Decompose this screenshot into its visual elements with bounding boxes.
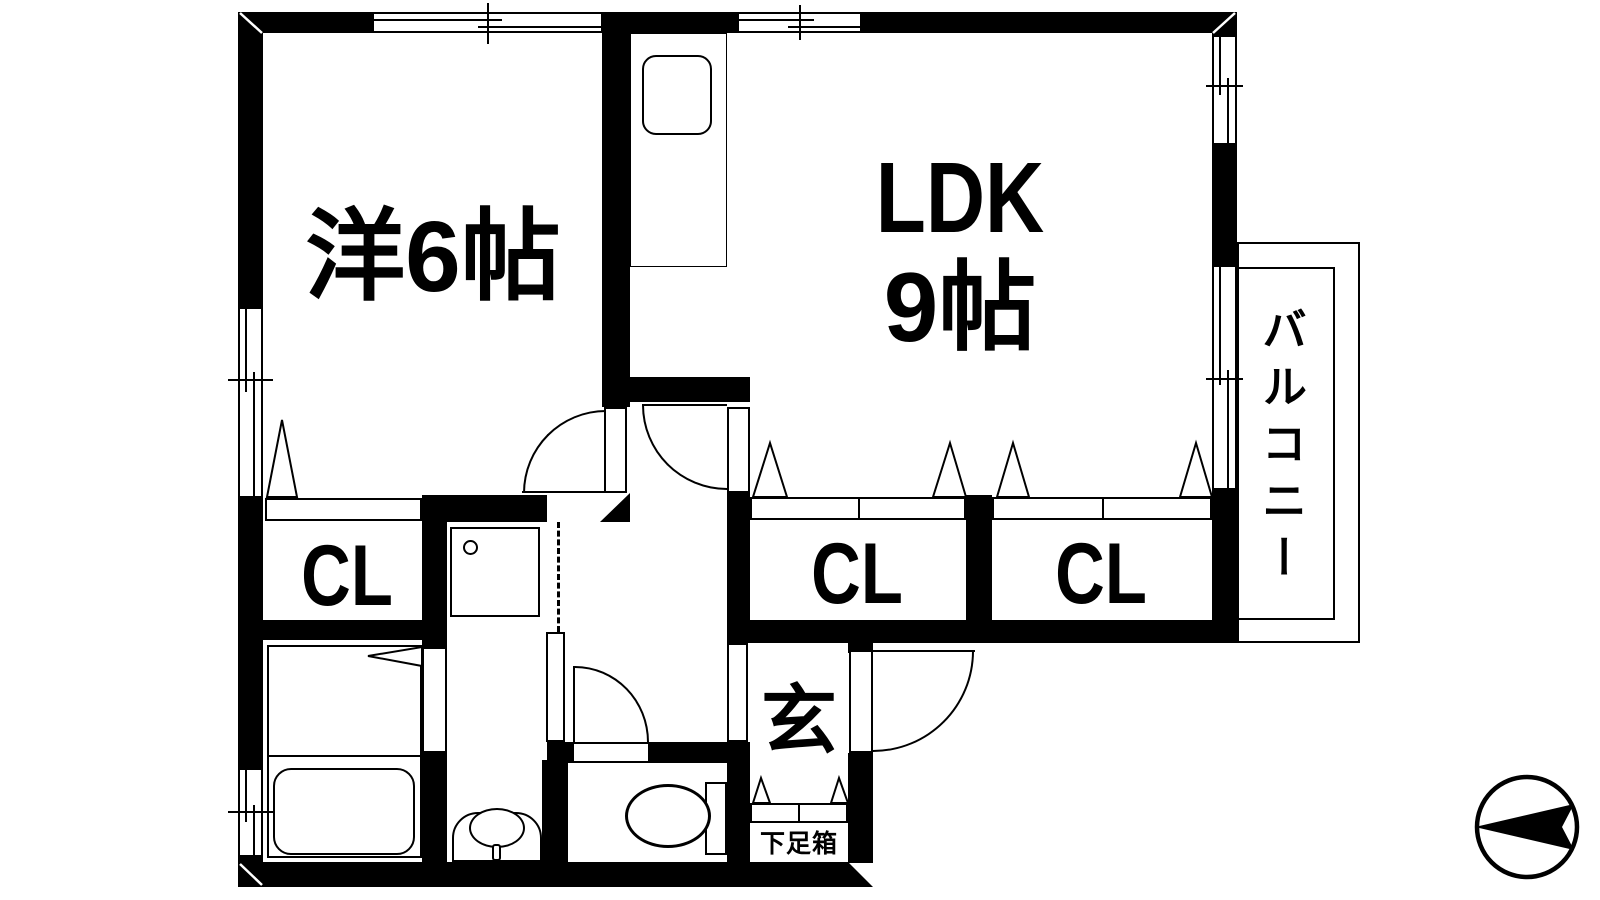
genkan-corner-bevel xyxy=(848,862,873,887)
window-top-west-tick xyxy=(487,3,489,44)
closet-label-center: CL xyxy=(811,526,903,622)
wall-toilet-west xyxy=(542,760,568,862)
bath-folddoor-icon xyxy=(367,645,423,668)
window-top-ldk-tick xyxy=(799,5,801,40)
closet-east-folddoor-left-icon xyxy=(995,439,1031,498)
closet-center-front-divider xyxy=(858,497,860,520)
closet-center-folddoor-right-icon xyxy=(931,439,968,498)
hall-door-leaf xyxy=(727,407,750,493)
closet-label-east: CL xyxy=(1055,526,1147,622)
shoe-box-divider xyxy=(798,803,800,823)
westdoor-wall-bevel xyxy=(600,493,630,522)
corner-miter-top-right xyxy=(1212,12,1236,34)
toilet-door-sill xyxy=(572,742,650,763)
bath-door-frame xyxy=(422,647,447,753)
window-top-ldk-sash-a xyxy=(737,19,814,21)
wall-top-left xyxy=(238,12,372,33)
closet-east-folddoor-right-icon xyxy=(1178,439,1214,498)
closet-center-folddoor-left-icon xyxy=(751,439,789,498)
wall-top-right xyxy=(862,12,1237,33)
wall-left-upper xyxy=(238,12,263,307)
wall-room-divider xyxy=(602,12,630,407)
toilet-door-leaf xyxy=(573,666,575,744)
window-ldk-right-upper-tick xyxy=(1206,85,1243,87)
wall-toilet-north-left xyxy=(547,742,573,763)
westcloset-folddoor-icon xyxy=(265,419,299,498)
bathtub xyxy=(273,768,415,855)
washing-machine-tap xyxy=(463,540,478,555)
shoebox-folddoor-left-icon xyxy=(751,774,772,804)
wall-right-mid xyxy=(1212,145,1237,265)
wall-genkan-west-lower xyxy=(727,742,750,887)
wall-closet-south xyxy=(727,620,1237,643)
washstand-faucet xyxy=(492,844,501,861)
window-westroom-left xyxy=(238,307,263,498)
wall-right-lower xyxy=(1212,490,1237,643)
window-ldk-right-lower xyxy=(1212,265,1237,490)
window-ldk-right-lower-sash-b xyxy=(1227,370,1229,490)
closet-east-front-divider xyxy=(1102,497,1104,520)
bathroom-divider-line xyxy=(267,755,422,757)
balcony-label: バルコニー xyxy=(1255,305,1306,591)
shoebox-label: 下足箱 xyxy=(759,830,838,858)
closet-label-west: CL xyxy=(301,528,393,624)
window-ldk-right-upper xyxy=(1212,35,1237,145)
window-ldk-right-lower-sash-a xyxy=(1219,265,1221,385)
window-top-west-sash-a xyxy=(372,19,502,21)
wall-genkan-east-lower xyxy=(848,753,873,863)
wall-top-mid xyxy=(603,12,740,33)
window-bath-tick xyxy=(228,811,273,813)
kitchen-sink xyxy=(642,55,712,135)
wall-genkan-east-upper xyxy=(848,643,873,653)
window-bath-sash-b xyxy=(253,805,255,857)
closet-west-front xyxy=(265,498,422,521)
wall-genkan-west-upper xyxy=(727,493,750,643)
window-westroom-sash-a xyxy=(245,307,247,392)
washroom-accordion-door xyxy=(557,522,560,632)
north-arrow-icon xyxy=(1474,774,1580,880)
shoebox-folddoor-right-icon xyxy=(829,774,850,804)
room-label-ldk-size: 9帖 xyxy=(883,252,1037,362)
window-top-ldk-sash-b xyxy=(788,26,862,28)
window-westroom-sash-b xyxy=(253,372,255,498)
window-top-west-sash-b xyxy=(478,26,603,28)
entrance-label: 玄 xyxy=(761,679,837,764)
toilet-bowl xyxy=(625,784,711,848)
corner-miter-top-left xyxy=(239,12,263,34)
genkan-opening-frame xyxy=(727,643,748,742)
wall-westcloset-south xyxy=(242,620,447,640)
westroom-door-leaf xyxy=(604,407,627,493)
window-bath-sash-a xyxy=(245,768,247,822)
room-label-western: 洋6帖 xyxy=(305,201,561,313)
window-ldk-right-upper-sash-b xyxy=(1227,78,1229,145)
entrance-door-leaf xyxy=(849,650,873,753)
window-westroom-tick xyxy=(228,379,273,381)
window-ldk-right-upper-sash-a xyxy=(1219,35,1221,95)
balcony-inner-rail xyxy=(1237,267,1335,620)
corner-miter-bottom-left xyxy=(239,863,263,886)
room-label-ldk: LDK xyxy=(875,142,1045,254)
washstand-basin xyxy=(469,808,525,848)
window-ldk-right-lower-tick xyxy=(1206,378,1243,380)
washroom-opening-frame xyxy=(546,632,565,742)
wall-toilet-north-right xyxy=(650,742,727,763)
wall-closet-divider xyxy=(966,495,992,620)
wall-ldk-south-stub xyxy=(630,377,750,402)
